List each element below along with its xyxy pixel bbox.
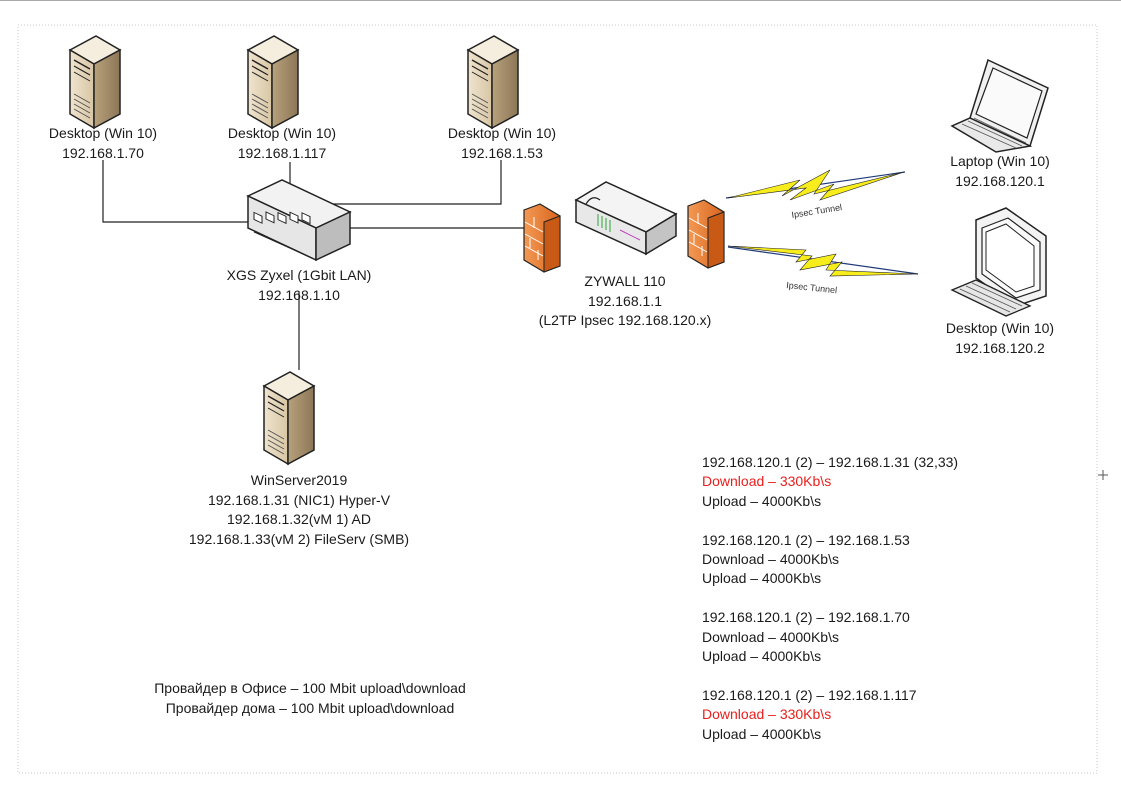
tunnel-bottom-label: Ipsec Tunnel	[786, 280, 838, 295]
tunnel-bottom	[727, 245, 919, 277]
remote-desktop-label: Desktop (Win 10) 192.168.120.2	[925, 319, 1075, 358]
server-name: WinServer2019	[250, 472, 348, 488]
switch-label: XGS Zyxel (1Gbit LAN) 192.168.1.10	[199, 266, 399, 305]
test-route: 192.168.120.1 (2) – 192.168.1.31 (32,33)	[702, 454, 959, 470]
firewall-name: ZYWALL 110	[584, 273, 666, 289]
firewall-right-icon	[687, 199, 725, 269]
laptop-name: Laptop (Win 10)	[950, 153, 1050, 169]
switch-ip: 192.168.1.10	[258, 286, 340, 303]
remote-desktop-ip: 192.168.120.2	[955, 339, 1045, 356]
connections	[102, 160, 528, 370]
provider-notes: Провайдер в Офисе – 100 Mbit upload\down…	[140, 678, 480, 718]
server-line2: 192.168.1.32(vM 1) AD	[227, 511, 371, 527]
tunnel-top	[725, 169, 906, 201]
test-download: Download – 330Kb\s	[702, 706, 832, 723]
test-group: 192.168.120.1 (2) – 192.168.1.31 (32,33)…	[702, 453, 958, 511]
laptop-ip: 192.168.120.1	[955, 172, 1045, 189]
link-desktop1-switch	[102, 160, 250, 223]
test-group: 192.168.120.1 (2) – 192.168.1.70 Downloa…	[702, 608, 958, 666]
link-desktop3-switch	[320, 160, 502, 205]
test-route: 192.168.120.1 (2) – 192.168.1.70	[702, 609, 910, 626]
desktop3-ip: 192.168.1.53	[461, 144, 543, 161]
speed-tests: 192.168.120.1 (2) – 192.168.1.31 (32,33)…	[702, 453, 958, 763]
test-upload: Upload – 4000Kb\s	[702, 570, 822, 587]
desktop1-tower-icon	[69, 35, 121, 129]
test-group: 192.168.120.1 (2) – 192.168.1.117 Downlo…	[702, 686, 958, 744]
laptop-icon	[950, 58, 1049, 153]
server-label: WinServer2019 192.168.1.31 (NIC1) Hyper-…	[169, 471, 429, 549]
firewall-extra: (L2TP Ipsec 192.168.120.x)	[538, 312, 712, 328]
server-tower-icon	[263, 371, 315, 465]
desktop1-label: Desktop (Win 10) 192.168.1.70	[28, 124, 178, 163]
test-download: Download – 4000Kb\s	[702, 628, 839, 645]
test-download: Download – 4000Kb\s	[702, 551, 839, 568]
desktop2-ip: 192.168.1.117	[237, 144, 327, 161]
firewall-label: ZYWALL 110 192.168.1.1 (L2TP Ipsec 192.1…	[520, 272, 730, 331]
test-upload: Upload – 4000Kb\s	[702, 725, 822, 742]
desktop3-tower-icon	[467, 35, 519, 129]
remote-desktop-name: Desktop (Win 10)	[945, 320, 1055, 336]
desktop3-name: Desktop (Win 10)	[447, 125, 557, 141]
server-line1: 192.168.1.31 (NIC1) Hyper-V	[207, 491, 391, 508]
test-group: 192.168.120.1 (2) – 192.168.1.53 Downloa…	[702, 531, 958, 589]
desktop1-ip: 192.168.1.70	[62, 144, 144, 161]
test-upload: Upload – 4000Kb\s	[702, 492, 822, 509]
laptop-label: Laptop (Win 10) 192.168.120.1	[925, 152, 1075, 191]
firewall-left-icon	[523, 203, 561, 273]
router-icon	[574, 181, 678, 256]
switch-icon	[246, 179, 352, 262]
test-route: 192.168.120.1 (2) – 192.168.1.117	[702, 686, 917, 703]
remote-desktop-icon	[950, 207, 1047, 317]
server-line3: 192.168.1.33(vM 2) FileServ (SMB)	[188, 530, 410, 547]
test-upload: Upload – 4000Kb\s	[702, 648, 822, 665]
desktop2-name: Desktop (Win 10)	[227, 125, 337, 141]
tunnel-top-label: Ipsec Tunnel	[791, 202, 843, 220]
desktop2-label: Desktop (Win 10) 192.168.1.117	[207, 124, 357, 163]
crosshair-marker	[1098, 470, 1108, 480]
page-frame	[17, 24, 1098, 774]
firewall-ip: 192.168.1.1	[588, 292, 662, 309]
test-route: 192.168.120.1 (2) – 192.168.1.53	[702, 531, 910, 548]
provider-home: Провайдер дома – 100 Mbit upload\downloa…	[165, 700, 455, 716]
desktop3-label: Desktop (Win 10) 192.168.1.53	[427, 124, 577, 163]
top-border	[0, 0, 1121, 1]
provider-office: Провайдер в Офисе – 100 Mbit upload\down…	[154, 680, 466, 696]
switch-name: XGS Zyxel (1Gbit LAN)	[226, 267, 372, 283]
test-download: Download – 330Kb\s	[702, 473, 832, 490]
desktop2-tower-icon	[247, 35, 299, 129]
desktop1-name: Desktop (Win 10)	[48, 125, 158, 141]
